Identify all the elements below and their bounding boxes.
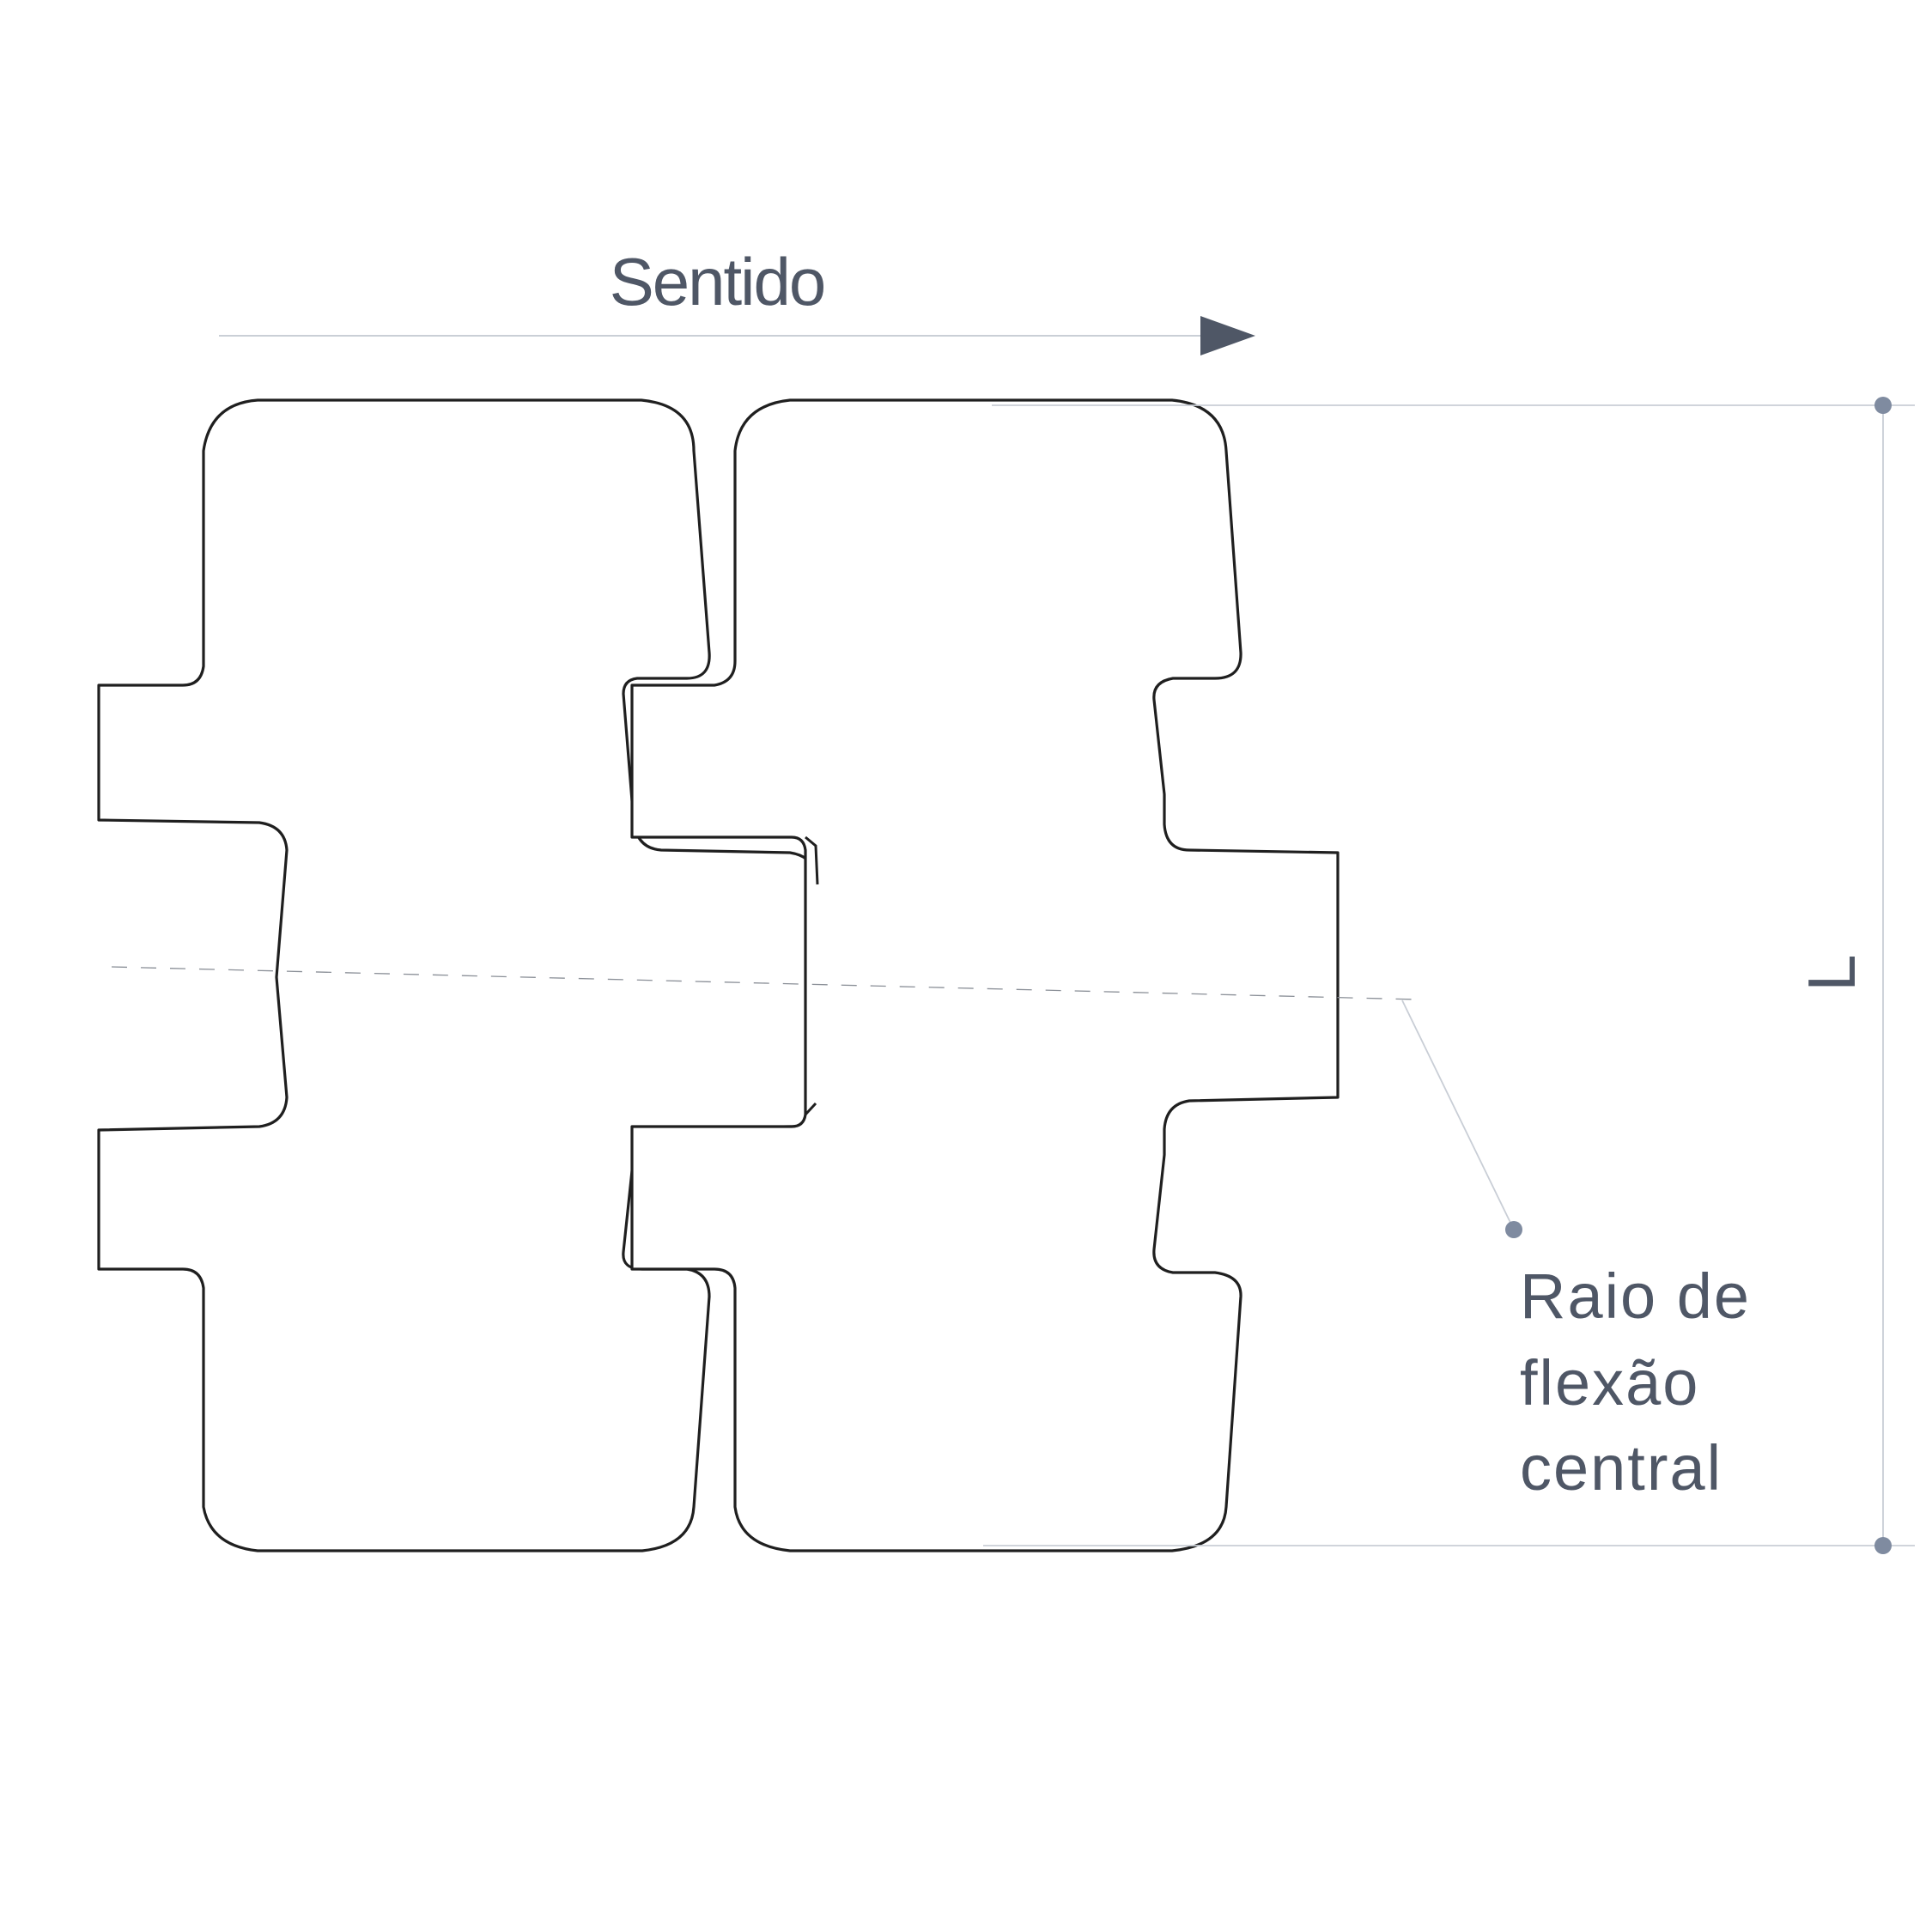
radius-leader-marker	[1505, 1221, 1522, 1238]
radius-leader-line	[1401, 999, 1515, 1230]
dimension-marker-top	[1874, 397, 1892, 414]
direction-label: Sentido	[610, 244, 825, 319]
direction-arrow-head	[1200, 316, 1255, 355]
interlock-notch-lower	[804, 1102, 817, 1116]
dimension-marker-bottom	[1874, 1537, 1892, 1554]
center-line	[111, 966, 1419, 1000]
right-link-module	[630, 398, 1340, 1552]
left-link-module	[97, 398, 824, 1552]
direction-arrow	[219, 316, 1255, 355]
radius-callout	[1401, 999, 1522, 1238]
radius-label-line2: flexão	[1520, 1347, 1699, 1419]
interlock-detail	[630, 685, 819, 1269]
dimension-label: L	[1794, 954, 1869, 991]
radius-label-line1: Raio de	[1520, 1261, 1751, 1332]
dimension-L	[983, 397, 1915, 1554]
radius-label-line3: central	[1520, 1432, 1722, 1504]
interlock-notch-upper	[805, 835, 819, 885]
